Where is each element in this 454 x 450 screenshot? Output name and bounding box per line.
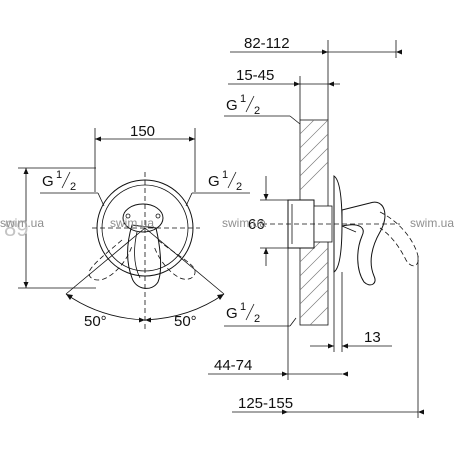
angle-left-label: 50° bbox=[84, 313, 107, 330]
inlet-top-label: G bbox=[226, 97, 238, 114]
svg-text:1: 1 bbox=[240, 93, 246, 105]
svg-text:2: 2 bbox=[236, 181, 242, 193]
watermark-1: swim.ua bbox=[0, 216, 44, 230]
height-dim-label: 89 bbox=[4, 216, 28, 241]
width-dim-label: 150 bbox=[130, 123, 155, 140]
lever-left-position bbox=[88, 239, 133, 281]
cartridge-hub bbox=[122, 203, 164, 233]
inlet-left-label: G bbox=[42, 173, 54, 190]
offset-dim-label: 13 bbox=[364, 329, 381, 346]
lever-side bbox=[341, 201, 386, 286]
front-view: 150 G 1 2 G 1 2 89 50° 50° bbox=[4, 123, 250, 330]
svg-text:1: 1 bbox=[222, 169, 228, 181]
watermarks: swim.ua swim.ua swim.ua swim.ua bbox=[0, 216, 454, 230]
body-range-label: 44-74 bbox=[214, 357, 252, 374]
lever-swing-position bbox=[379, 211, 419, 267]
wall-range-label: 15-45 bbox=[236, 67, 274, 84]
watermark-4: swim.ua bbox=[410, 216, 454, 230]
inlet-right-label: G bbox=[208, 173, 220, 190]
watermark-2: swim.ua bbox=[110, 216, 154, 230]
total-range-label: 125-155 bbox=[238, 395, 293, 412]
inlet-bottom-label: G bbox=[226, 305, 238, 322]
svg-text:1: 1 bbox=[240, 301, 246, 313]
side-view: 82-112 15-45 G 1 2 66 G 1 2 bbox=[208, 35, 424, 418]
watermark-3: swim.ua bbox=[222, 216, 266, 230]
svg-text:2: 2 bbox=[70, 181, 76, 193]
angle-right-label: 50° bbox=[174, 313, 197, 330]
lever-right-position bbox=[153, 239, 196, 280]
svg-text:1: 1 bbox=[56, 169, 62, 181]
svg-text:2: 2 bbox=[254, 105, 260, 117]
height-dim-66-label: 66 bbox=[248, 216, 265, 233]
lever-handle bbox=[127, 224, 162, 289]
depth-range-label: 82-112 bbox=[244, 35, 290, 52]
svg-text:2: 2 bbox=[254, 313, 260, 325]
